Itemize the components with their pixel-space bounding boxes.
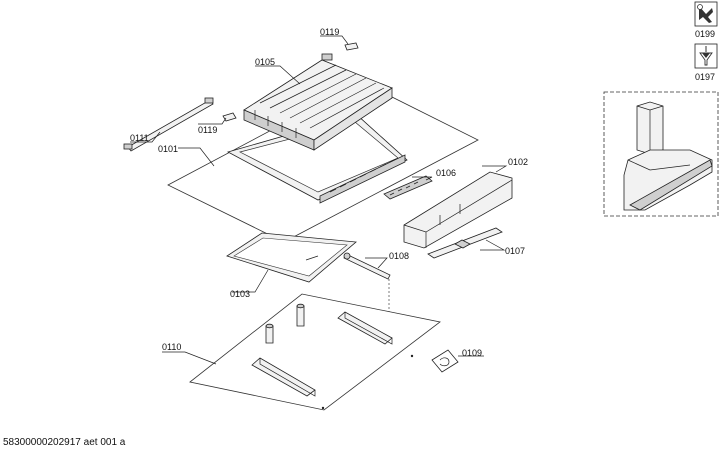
base-pins [265,303,305,344]
label-0107: 0107 [505,246,525,256]
control-module [383,175,433,200]
cooktop-frame [226,114,408,204]
funnel-icon [699,46,713,66]
drawing-id: 58300000202917 aet 001 a [3,437,126,448]
housing-channel [403,171,513,249]
blower-unit [243,53,393,151]
label-0108: 0108 [389,251,409,261]
hood-illustration [623,101,713,211]
label-0105: 0105 [255,57,275,67]
rail-rod [123,97,214,152]
label-0109: 0109 [462,348,482,358]
label-0102: 0102 [508,157,528,167]
label-0111: 0111 [130,133,149,143]
hood-overview-inset [603,91,719,217]
legend-funnel-box [694,43,718,69]
shaft-rod [343,252,391,280]
label-0101: 0101 [158,144,178,154]
label-0103: 0103 [230,289,250,299]
base-screw [321,406,325,410]
leader-lines [130,35,508,365]
legend-funnel-code: 0197 [695,72,715,82]
base-rail-right [337,311,393,345]
clip-spring [431,349,459,373]
mounting-bracket [427,227,503,259]
label-0119-left: 0119 [198,125,217,135]
base-screw-right [410,354,414,358]
legend-tool-box [694,1,718,27]
legend-tool-code: 0199 [695,29,715,39]
clip-part-top [344,42,359,51]
wrench-icon [697,4,713,23]
bottom-base-plate [189,293,441,411]
grease-filter [226,232,357,283]
base-rail-left [251,357,316,397]
label-0119-top: 0119 [320,27,339,37]
label-0110: 0110 [162,342,181,352]
label-0106: 0106 [436,168,456,178]
